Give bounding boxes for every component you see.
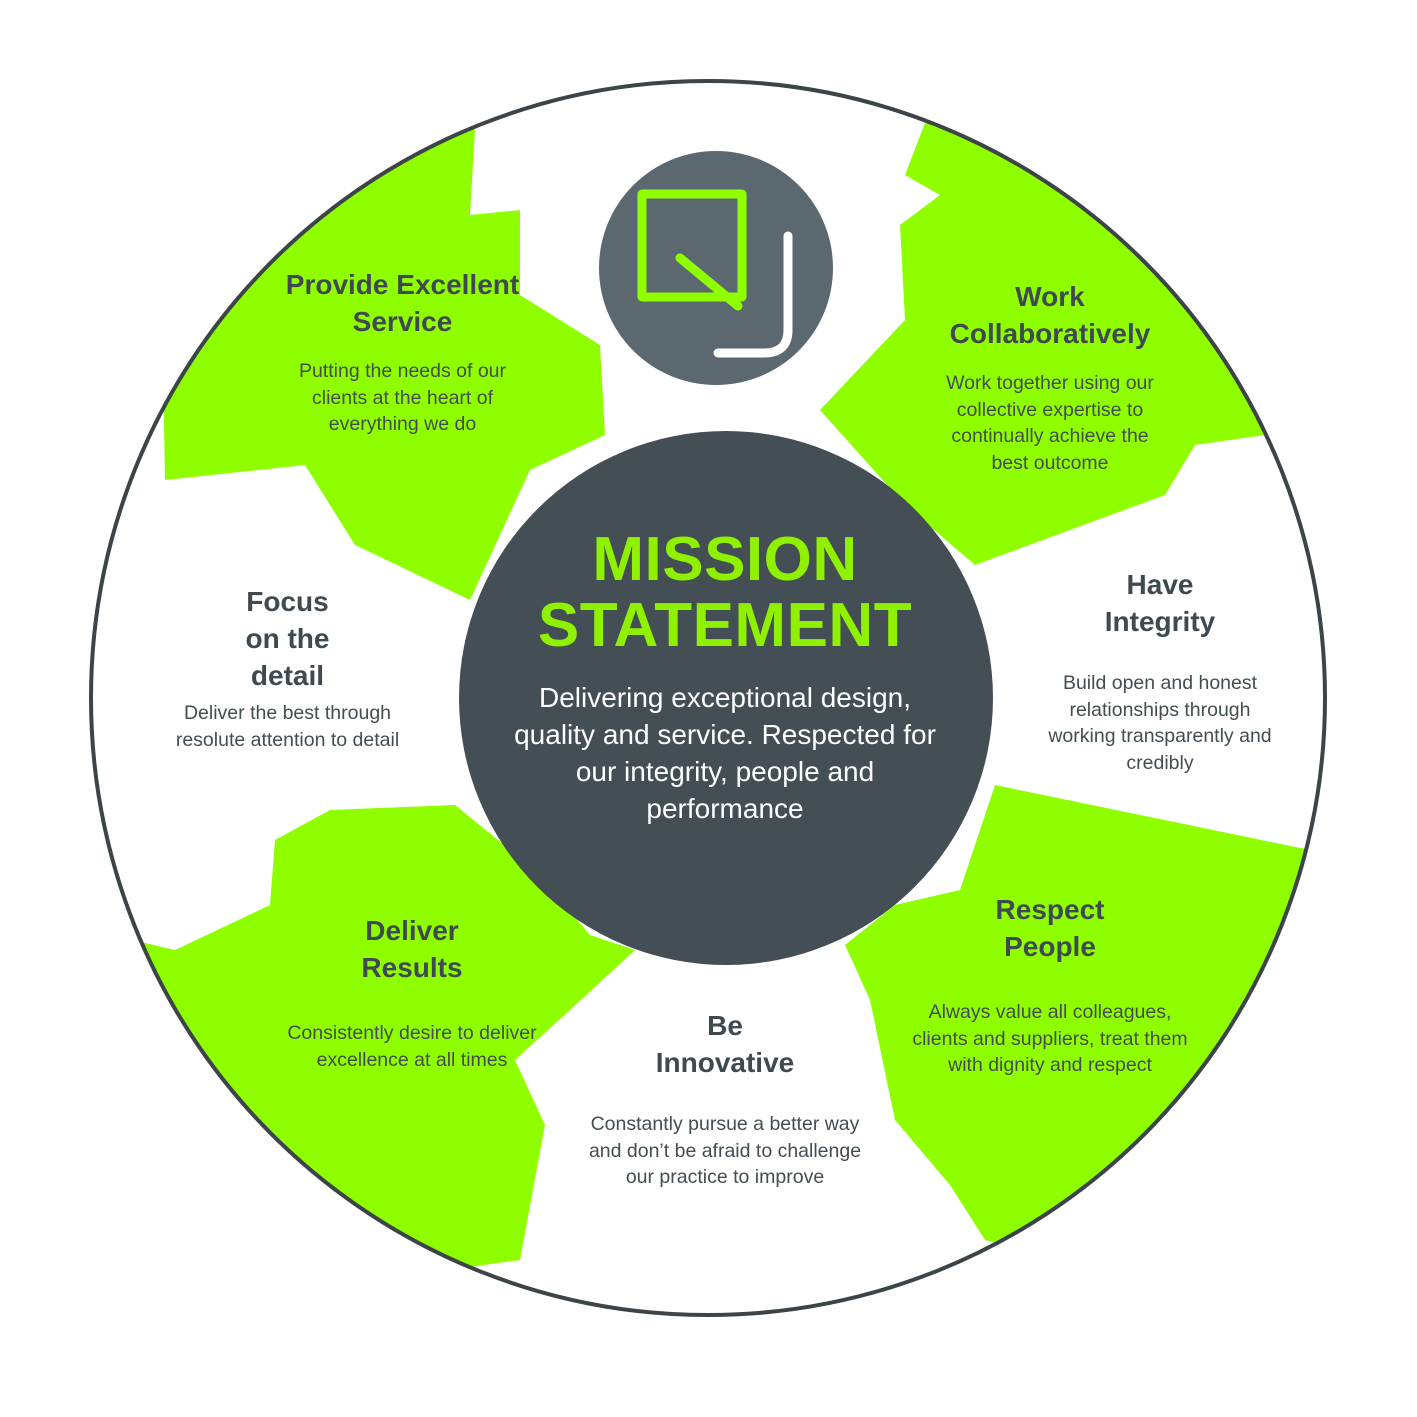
value-respect-people: Respect People Always value all colleagu… — [900, 891, 1200, 1079]
value-title: Respect People — [995, 894, 1105, 962]
value-have-integrity: Have Integrity Build open and honest rel… — [1040, 566, 1280, 776]
value-description: Constantly pursue a better way and don’t… — [588, 1113, 862, 1188]
value-description: Consistently desire to deliver excellenc… — [287, 1022, 537, 1071]
value-description: Always value all colleagues, clients and… — [912, 1001, 1188, 1076]
value-description: Putting the needs of our clients at the … — [298, 360, 507, 435]
value-description: Work together using our collective exper… — [946, 372, 1154, 474]
value-be-innovative: Be Innovative Constantly pursue a better… — [580, 1007, 870, 1191]
value-deliver-results: Deliver Results Consistently desire to d… — [262, 912, 562, 1073]
mission-title: MISSION STATEMENT — [537, 525, 913, 660]
qj-logo-icon — [599, 151, 833, 385]
value-description: Deliver the best through resolute attent… — [175, 702, 400, 751]
value-title: Work Collaboratively — [949, 281, 1151, 349]
value-title: Focus on the detail — [245, 586, 330, 691]
outer-ring-border — [89, 79, 1327, 1317]
mission-text: Delivering exceptional design, quality a… — [514, 682, 936, 824]
value-provide-excellent-service: Provide Excellent Service Putting the ne… — [270, 266, 535, 438]
value-description: Build open and honest relationships thro… — [1048, 672, 1272, 774]
value-focus-on-the-detail: Focus on the detail Deliver the best thr… — [150, 583, 425, 753]
value-title: Be Innovative — [655, 1010, 795, 1078]
value-work-collaboratively: Work Collaboratively Work together using… — [915, 278, 1185, 476]
value-title: Have Integrity — [1104, 569, 1216, 637]
value-title: Provide Excellent Service — [285, 269, 520, 337]
value-title: Deliver Results — [361, 915, 463, 983]
mission-block: MISSION STATEMENT Delivering exceptional… — [500, 527, 950, 827]
mission-center-circle — [459, 431, 993, 965]
